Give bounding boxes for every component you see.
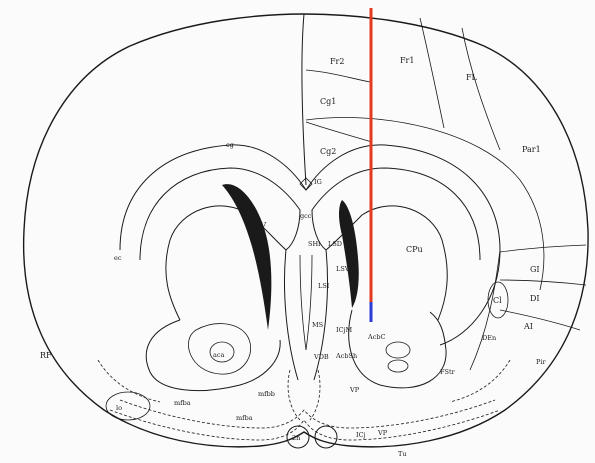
cortex-line-di bbox=[500, 280, 586, 285]
label-ig: IG bbox=[314, 178, 322, 186]
lateral-ventricle-left bbox=[222, 184, 271, 330]
label-icj: ICj bbox=[356, 431, 366, 439]
external-capsule-right bbox=[470, 250, 500, 370]
label-lv: LV bbox=[256, 221, 266, 230]
label-acbc: AcbC bbox=[367, 333, 385, 341]
label-mfba-mid: mfba bbox=[236, 414, 253, 422]
midline-fissure bbox=[302, 14, 306, 185]
striatum-right bbox=[349, 310, 446, 388]
label-ec: ec bbox=[114, 254, 122, 262]
label-fr1: Fr1 bbox=[400, 56, 414, 65]
label-vp-right: VP bbox=[377, 429, 388, 437]
cortex-line-cg2 bbox=[306, 122, 372, 142]
lateral-ventricle-right bbox=[339, 200, 359, 308]
lateral-olfactory-region bbox=[106, 392, 150, 420]
label-aca: aca bbox=[213, 351, 225, 359]
label-lo: lo bbox=[116, 404, 122, 412]
cortex-line-fr1 bbox=[420, 18, 444, 128]
label-tu: Tu bbox=[398, 450, 407, 458]
label-cg: cg bbox=[226, 141, 234, 149]
label-rf: RF bbox=[40, 351, 52, 360]
label-cl: Cl bbox=[493, 296, 502, 305]
label-ms: MS bbox=[312, 321, 323, 329]
septum-lsv-line bbox=[306, 255, 312, 350]
label-fl: FL bbox=[466, 73, 478, 82]
label-ai: AI bbox=[523, 322, 533, 331]
cortex-line-cg1 bbox=[306, 70, 370, 82]
label-di: DI bbox=[530, 294, 540, 303]
ventral-layer-1 bbox=[110, 410, 500, 440]
label-cg1: Cg1 bbox=[320, 97, 336, 106]
label-gcc: gcc bbox=[300, 212, 312, 220]
label-cpu: CPu bbox=[406, 245, 423, 254]
anterior-commissure-right-2 bbox=[388, 360, 408, 372]
label-2n: 2n bbox=[292, 434, 300, 442]
label-vp-left: VP bbox=[349, 386, 360, 394]
corpus-callosum-inner bbox=[140, 168, 300, 320]
cortex-line-fl bbox=[462, 28, 500, 150]
label-icjm: ICjM bbox=[336, 326, 353, 334]
cortex-line-gi bbox=[500, 245, 586, 252]
cortex-line-ai bbox=[500, 310, 580, 330]
label-par1: Par1 bbox=[522, 145, 541, 154]
ventral-layer-3 bbox=[98, 360, 160, 402]
brain-outline bbox=[24, 14, 588, 447]
ventral-layer-4 bbox=[450, 360, 510, 402]
label-vdb: VDB bbox=[313, 353, 329, 361]
label-lsd: LSD bbox=[328, 240, 342, 248]
label-cg2: Cg2 bbox=[320, 147, 336, 156]
label-mfba-left: mfba bbox=[174, 399, 191, 407]
label-fr2: Fr2 bbox=[330, 57, 344, 66]
label-acbsh: AcbSh bbox=[335, 352, 357, 360]
label-shi: SHi bbox=[308, 240, 320, 248]
label-fstr: FStr bbox=[440, 368, 456, 376]
label-pir: Pir bbox=[536, 358, 546, 366]
anterior-commissure-right bbox=[386, 342, 410, 358]
label-mfbb: mfbb bbox=[258, 390, 275, 398]
label-den: DEn bbox=[482, 334, 496, 342]
septum-lsi-line bbox=[300, 255, 306, 350]
label-lsv: LSV bbox=[336, 265, 350, 273]
optic-nerve-right bbox=[315, 426, 337, 448]
accumbens-left bbox=[188, 324, 250, 375]
label-lsi: LSI bbox=[318, 282, 330, 290]
label-gi: GI bbox=[530, 265, 540, 274]
